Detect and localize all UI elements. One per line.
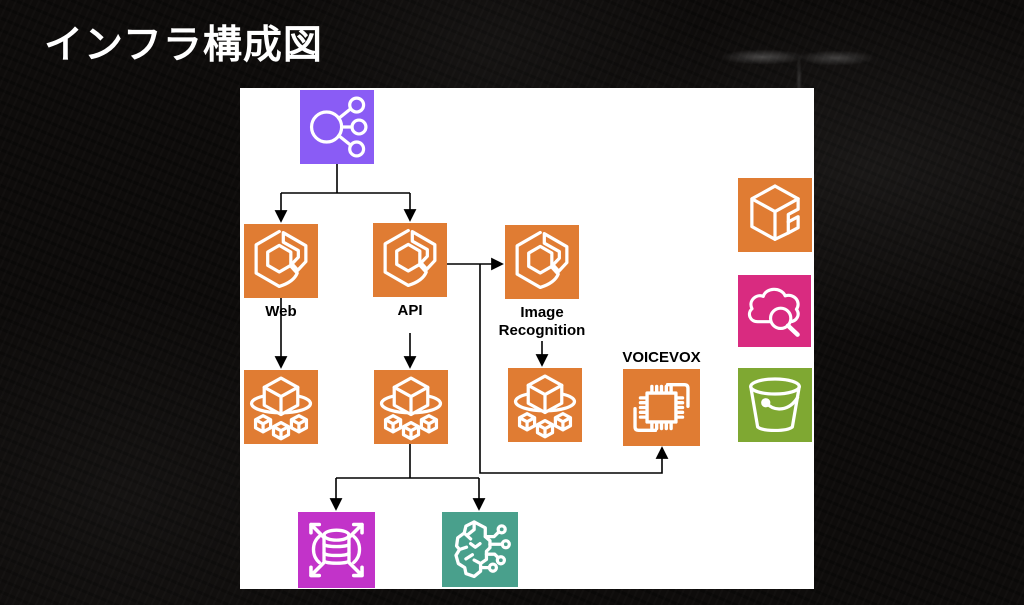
load-balancer-node — [300, 90, 374, 164]
cloud-search-icon — [747, 287, 800, 337]
service-web-node — [244, 370, 318, 444]
ecs-service-icon — [249, 376, 313, 441]
diagram-edges — [274, 164, 669, 511]
container-registry-node — [738, 178, 812, 252]
load-balancer-icon — [309, 96, 368, 158]
service-api-node — [374, 370, 448, 444]
database-scaling-icon — [309, 522, 364, 578]
cloud-monitoring-node — [738, 275, 811, 347]
container-service-icon — [254, 229, 308, 289]
ecs-web-label: Web — [265, 303, 297, 320]
brain-circuit-icon — [454, 520, 511, 579]
slide-title: インフラ構成図 — [44, 24, 323, 67]
chip-icon — [633, 382, 690, 433]
ecs-web-node — [244, 224, 318, 298]
container-service-icon — [383, 228, 437, 288]
storage-bucket-node — [738, 368, 812, 442]
service-image-node — [508, 368, 582, 442]
ecs-api-node — [373, 223, 447, 297]
machine-learning-node — [442, 512, 518, 587]
ecs-image-recognition-label: Image Recognition — [498, 304, 586, 339]
bucket-icon — [749, 377, 801, 433]
voicevox-node — [623, 369, 700, 446]
ecs-service-icon — [379, 376, 443, 441]
container-service-icon — [515, 230, 569, 290]
open-cube-icon — [750, 184, 800, 241]
database-node — [298, 512, 375, 588]
ecs-service-icon — [513, 374, 577, 439]
ecs-api-label: API — [397, 302, 423, 319]
ecs-image-recognition-node — [505, 225, 579, 299]
voicevox-label: VOICEVOX — [622, 349, 701, 366]
diagram-panel: Web API Image Recognition VOICEVOX — [240, 88, 814, 589]
